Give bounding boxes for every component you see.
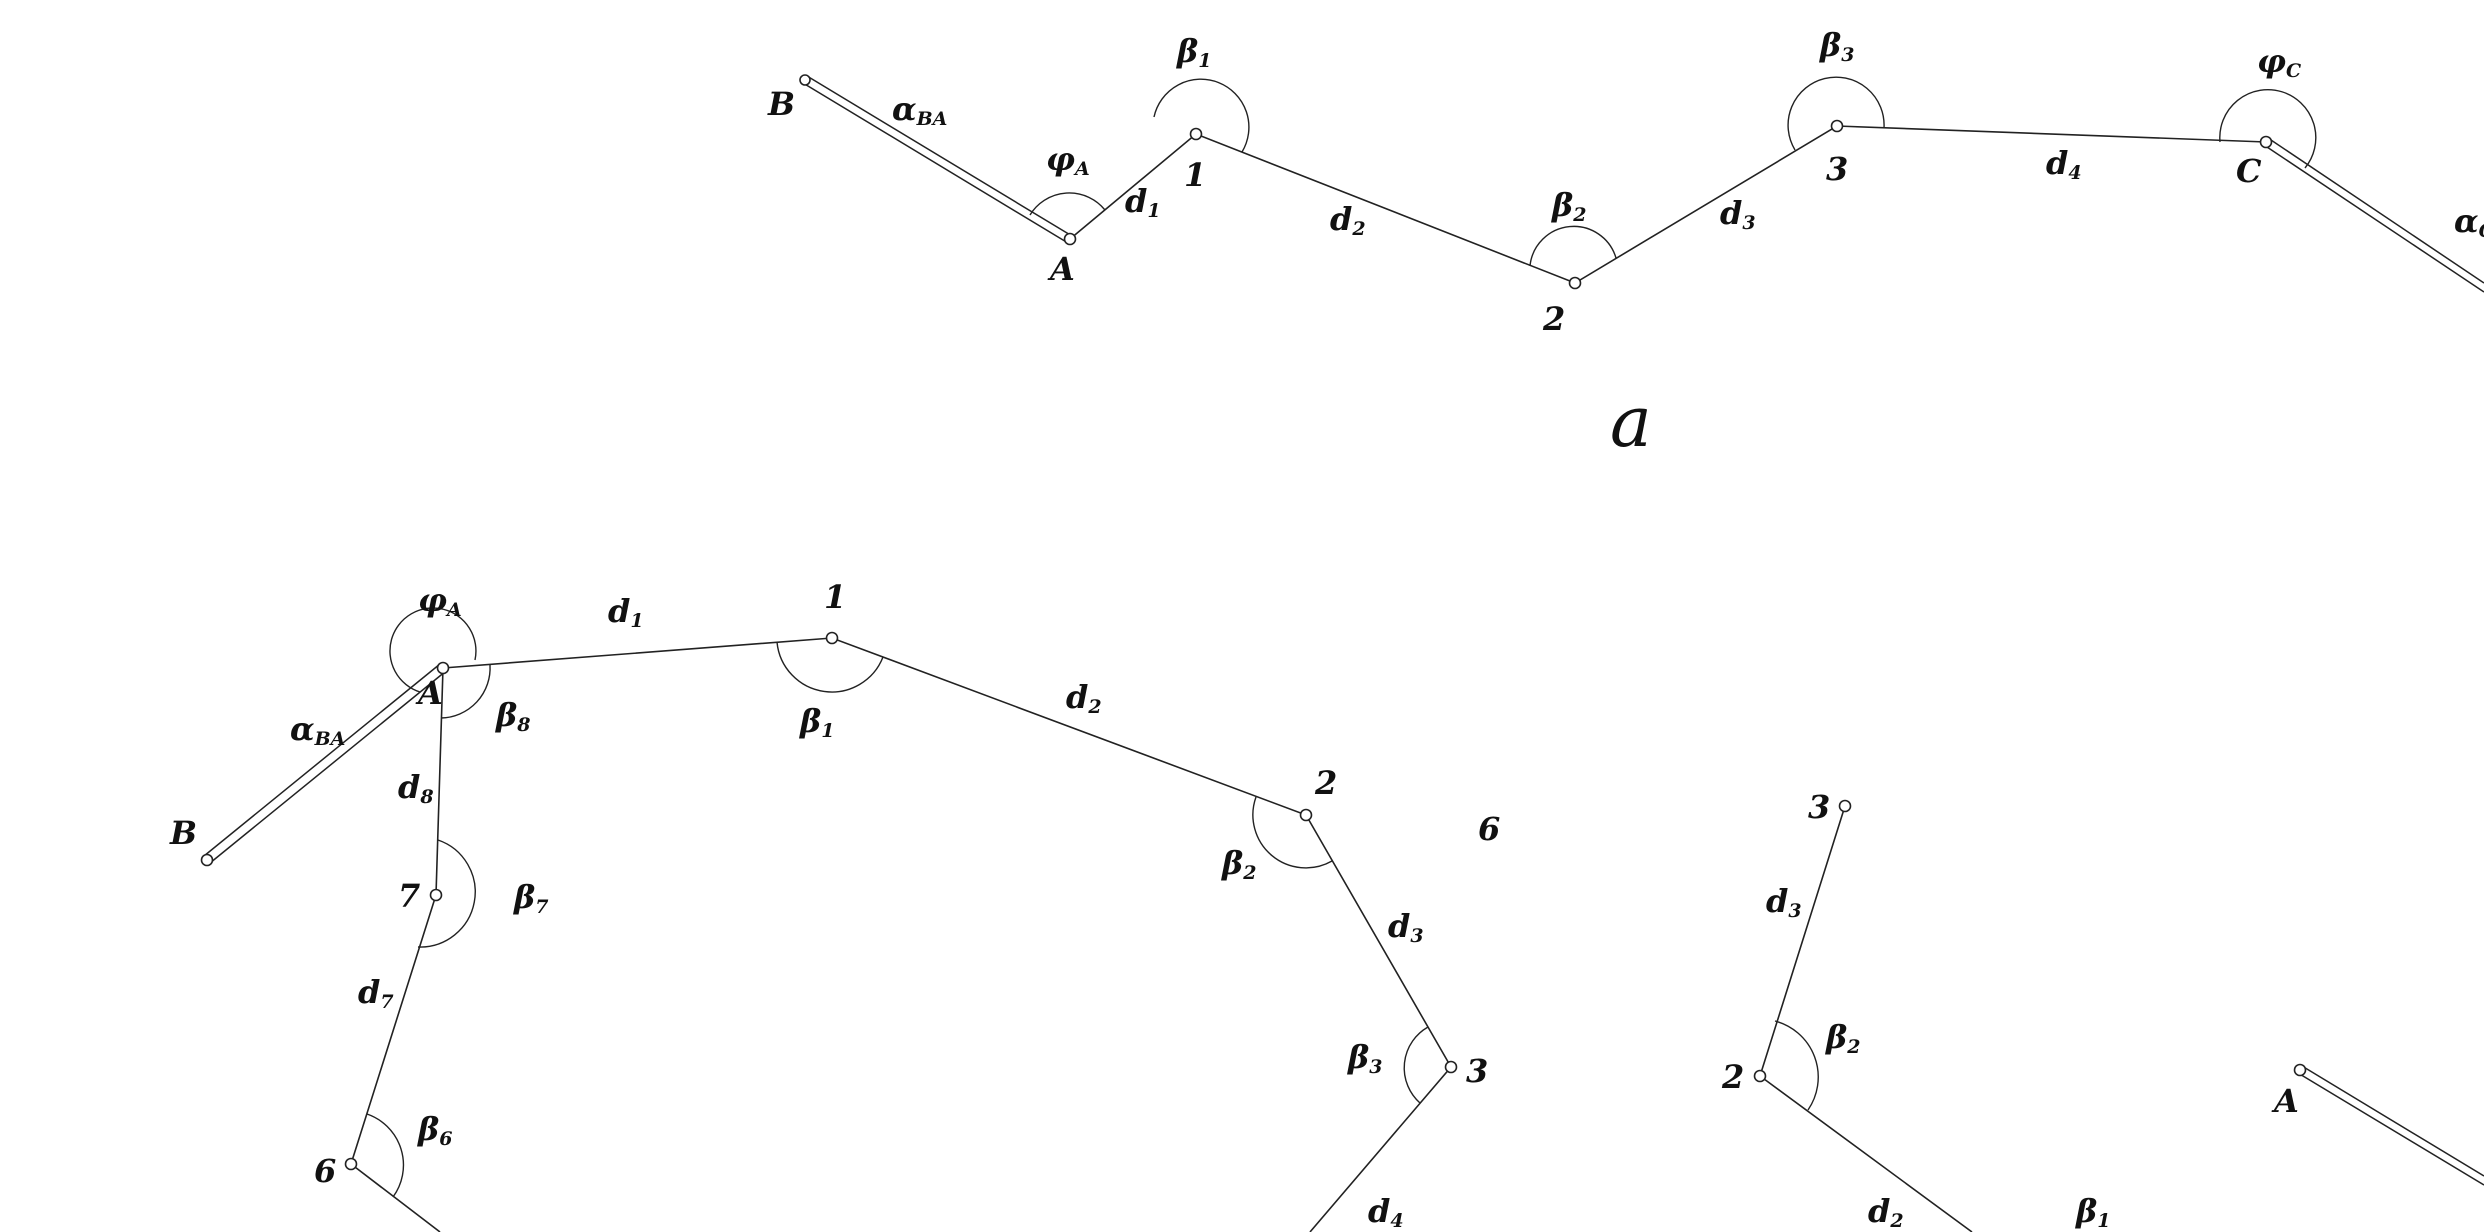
fig-c-angle-beta1: β1 — [2075, 1192, 2110, 1232]
fig-a-side-d4: d4 — [2046, 144, 2082, 184]
fig-a-line-c-1 — [2267, 137, 2484, 284]
fig-a-angle-beta2: β2 — [1551, 186, 1586, 226]
fig-b-label-6: 6 — [314, 1152, 336, 1190]
fig-b-arc-beta7 — [417, 839, 476, 948]
fig-b-side-d1: d1 — [608, 592, 644, 632]
fig-b-side-d4: d4 — [1368, 1192, 1404, 1232]
fig-b-point-b — [200, 853, 214, 867]
fig-c-angle-beta2: β2 — [1825, 1018, 1860, 1058]
fig-c-label-2: 2 — [1721, 1058, 1744, 1096]
fig-a-side-d3: d3 — [1720, 194, 1756, 234]
fig-b-arc-phi-a — [389, 607, 477, 693]
fig-b-point-1 — [825, 631, 839, 645]
fig-b-point-2 — [1299, 808, 1313, 822]
figure-b: B A 1 2 3 7 6 d1 d2 d3 d4 d8 d7 αBA φA β… — [169, 578, 1500, 1232]
figure-a: B A 1 2 3 C d1 d2 d3 d4 αBA αC φA β1 β2 … — [767, 26, 2484, 463]
fig-b-label-2: 2 — [1314, 764, 1337, 802]
fig-c-line-a-2 — [2297, 1072, 2484, 1186]
fig-b-side-d2: d2 — [1066, 678, 1102, 718]
fig-c-traverse — [1759, 805, 1973, 1232]
fig-a-label-c: C — [2236, 152, 2262, 190]
fig-b-line-ba-1 — [203, 663, 441, 857]
fig-b-angle-beta6: β6 — [417, 1110, 452, 1150]
fig-a-point-3 — [1830, 119, 1844, 133]
fig-b-point-a — [436, 661, 450, 675]
fig-b-arc-beta8 — [440, 664, 491, 719]
fig-a-line-ba-1 — [806, 75, 1073, 237]
fig-a-angle-beta3: β3 — [1819, 26, 1854, 66]
fig-b-angle-phi-a: φA — [418, 581, 462, 621]
fig-a-arc-phi-a — [1029, 192, 1106, 216]
fig-b-traverse — [442, 637, 1452, 1232]
fig-c-label-a: A — [2271, 1082, 2299, 1120]
fig-b-traverse-west — [350, 667, 444, 1232]
fig-b-label-3: 3 — [1466, 1052, 1488, 1090]
fig-a-arc-beta2 — [1529, 225, 1617, 267]
fig-b-label-b: B — [169, 814, 197, 852]
fig-a-label-b: B — [767, 85, 795, 123]
fig-a-azimuth-c: αC — [2454, 202, 2484, 242]
fig-b-line-ba-2 — [209, 670, 447, 864]
fig-a-label-2: 2 — [1542, 300, 1565, 338]
fig-b-arc-beta3 — [1403, 1026, 1429, 1104]
fig-b-angle-beta7: β7 — [513, 878, 548, 918]
fig-a-azimuth-ba: αBA — [892, 90, 947, 130]
fig-b-label-7: 7 — [398, 877, 420, 915]
fig-a-label-1: 1 — [1184, 156, 1206, 194]
fig-a-point-b — [799, 74, 811, 86]
fig-a-point-1 — [1189, 127, 1203, 141]
fig-b-point-6 — [344, 1157, 358, 1171]
fig-c-point-a — [2293, 1063, 2307, 1077]
fig-b-side-d3: d3 — [1388, 907, 1424, 947]
fig-b-side-d8: d8 — [398, 768, 434, 808]
fig-c-line-a-1 — [2301, 1065, 2484, 1177]
fig-a-traverse — [1069, 125, 2267, 284]
fig-b-angle-beta3: β3 — [1347, 1038, 1382, 1078]
fig-b-angle-beta8: β8 — [495, 696, 530, 736]
fig-a-side-d2: d2 — [1330, 200, 1366, 240]
fig-a-line-c-2 — [2263, 144, 2484, 293]
fig-a-arc-beta1 — [1153, 78, 1250, 153]
fig-b-arc-beta2 — [1252, 796, 1333, 869]
figure-c: 3 2 A d3 d2 β2 β1 — [1721, 788, 2484, 1232]
fig-a-angle-phi-c: φC — [2257, 42, 2301, 82]
fig-a-caption: a — [1610, 381, 1652, 463]
fig-a-label-a: A — [1047, 250, 1075, 288]
fig-a-side-d1: d1 — [1125, 182, 1161, 222]
fig-b-caption: 6 — [1478, 810, 1500, 848]
fig-b-azimuth-ba: αBA — [290, 710, 345, 750]
fig-a-angle-beta1: β1 — [1176, 32, 1211, 72]
fig-a-point-a — [1063, 232, 1077, 246]
fig-a-arc-phi-c — [2219, 88, 2317, 169]
fig-b-arc-beta6 — [366, 1113, 405, 1198]
fig-c-point-3 — [1838, 799, 1852, 813]
fig-a-angle-phi-a: φA — [1046, 140, 1090, 180]
fig-b-side-d7: d7 — [358, 973, 394, 1013]
fig-c-point-2 — [1753, 1069, 1767, 1083]
fig-a-line-ba-2 — [802, 82, 1069, 244]
fig-b-angle-beta2: β2 — [1221, 844, 1256, 884]
fig-c-side-d3: d3 — [1766, 882, 1802, 922]
fig-b-point-7 — [429, 888, 443, 902]
fig-a-arc-beta3 — [1787, 76, 1885, 151]
fig-a-point-2 — [1568, 276, 1582, 290]
fig-b-label-1: 1 — [824, 578, 846, 616]
fig-c-side-d2: d2 — [1868, 1192, 1904, 1232]
fig-a-point-c — [2259, 135, 2273, 149]
fig-a-label-3: 3 — [1826, 150, 1848, 188]
fig-c-label-3: 3 — [1808, 788, 1830, 826]
fig-b-label-a: A — [415, 674, 443, 712]
fig-c-arc-beta2 — [1774, 1020, 1819, 1111]
fig-b-arc-beta1 — [776, 641, 884, 693]
fig-b-angle-beta1: β1 — [799, 702, 834, 742]
fig-b-point-3 — [1444, 1060, 1458, 1074]
